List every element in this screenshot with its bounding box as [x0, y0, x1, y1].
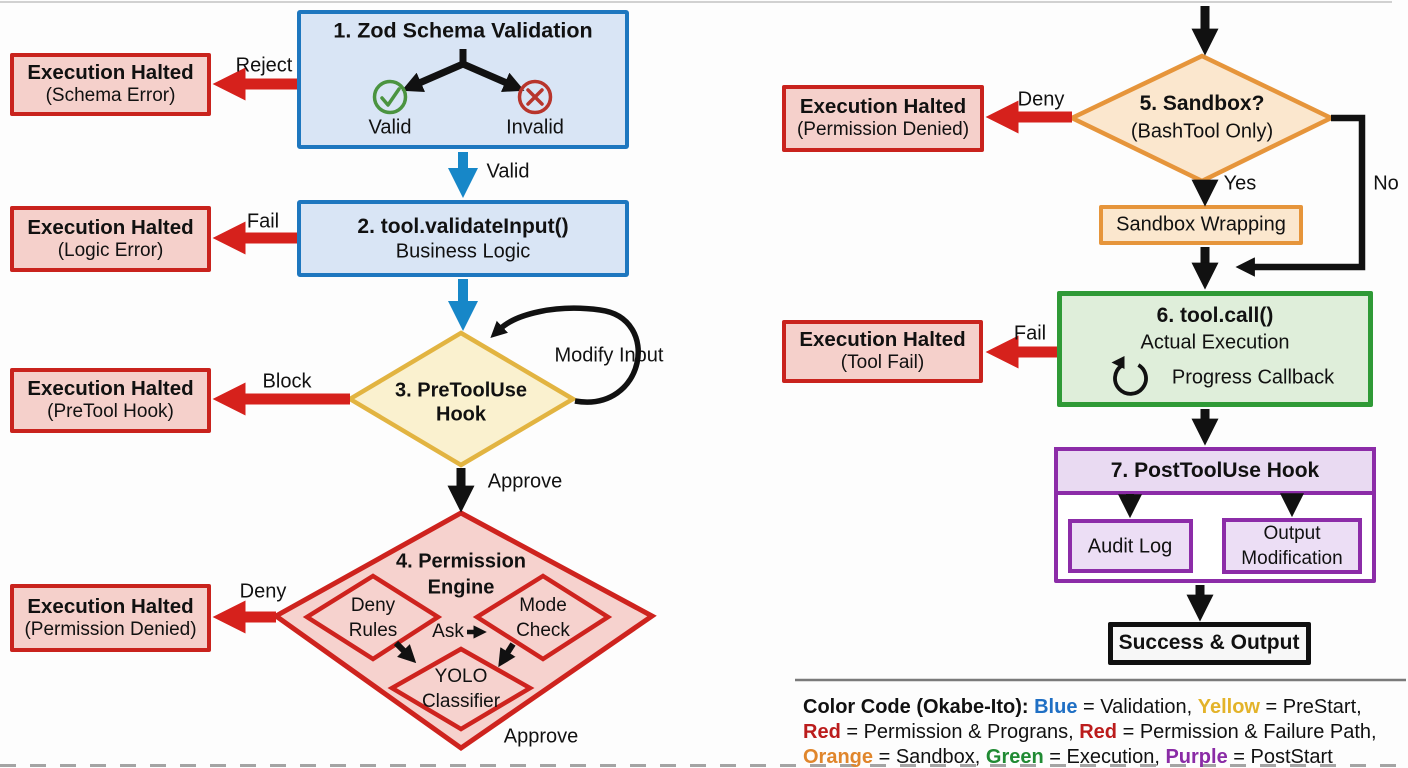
progress-callback-label: Progress Callback: [1171, 366, 1335, 389]
permission-title-line2: Engine: [427, 576, 495, 599]
sandbox-diamond-line2: (BashTool Only): [1130, 120, 1274, 143]
deny-edge-label: Deny: [239, 580, 287, 603]
legend-line-1: Color Code (Okabe-Ito): Blue = Validatio…: [803, 696, 1362, 719]
ask-label: Ask: [432, 620, 464, 642]
validate-box-subtitle: Business Logic: [395, 240, 531, 263]
halted-logic-line1: Execution Halted: [27, 215, 194, 239]
halted-schema-line2: (Schema Error): [45, 85, 176, 107]
legend-line-3: Orange = Sandbox, Green = Execution, Pur…: [803, 746, 1333, 768]
legend-red2-word: Red: [1079, 721, 1118, 743]
legend-title: Color Code (Okabe-Ito):: [803, 696, 1035, 718]
halted-pretool-box: Execution Halted (PreTool Hook): [10, 368, 211, 433]
legend-green-word: Green: [985, 746, 1044, 768]
modify-input-label: Modify Input: [554, 344, 664, 367]
halted-pretool-line2: (PreTool Hook): [47, 401, 174, 423]
mode-check-line1: Mode: [519, 594, 567, 616]
tool-call-box: [1057, 291, 1373, 407]
no-edge-label: No: [1373, 172, 1399, 195]
legend-blue-desc: = Validation,: [1077, 696, 1198, 718]
toolcall-title: 6. tool.call(): [1156, 303, 1274, 327]
permission-title-line1: 4. Permission: [395, 550, 527, 573]
top-edge-artifact: [0, 1, 1392, 3]
valid-label: Valid: [368, 116, 412, 139]
halted-schema-box: Execution Halted (Schema Error): [10, 53, 211, 116]
halted-toolfail-box: Execution Halted (Tool Fail): [782, 320, 983, 383]
halted-permission-line2: (Permission Denied): [24, 618, 197, 640]
legend-red2-desc: = Permission & Failure Path,: [1117, 721, 1377, 743]
zod-box-title: 1. Zod Schema Validation: [333, 18, 593, 43]
mode-check-line2: Check: [516, 619, 570, 641]
sandbox-diamond-line1: 5. Sandbox?: [1139, 91, 1265, 115]
audit-log-label: Audit Log: [1087, 535, 1173, 558]
yolo-line1: YOLO: [434, 665, 488, 687]
mode-check-to-yolo-arrow: [498, 642, 516, 668]
sandbox-diamond: [1066, 53, 1337, 184]
legend-red-desc: = Permission & Prograns,: [840, 721, 1080, 743]
halted-permission2-line2: (Permission Denied): [796, 119, 970, 141]
output-modification-box: [1222, 518, 1362, 574]
toolcall-subtitle: Actual Execution: [1140, 331, 1290, 354]
yolo-classifier-diamond: [387, 646, 535, 732]
audit-log-box: [1068, 519, 1193, 573]
legend-yellow-word: Yellow: [1197, 696, 1260, 718]
halted-toolfail-line1: Execution Halted: [799, 328, 966, 352]
fail2-edge-label: Fail: [1013, 322, 1047, 345]
pretool-diamond-line2: Hook: [436, 403, 486, 426]
legend-orange-desc: = Sandbox,: [873, 746, 986, 768]
sandbox-wrapping-label: Sandbox Wrapping: [1116, 213, 1286, 236]
success-output-box: [1108, 622, 1311, 665]
halted-permission-box: Execution Halted (Permission Denied): [10, 584, 211, 652]
legend-orange-word: Orange: [803, 746, 874, 768]
fail-edge-label: Fail: [246, 210, 280, 233]
deny2-edge-label: Deny: [1017, 88, 1065, 111]
legend-purple-word: Purple: [1165, 746, 1228, 768]
success-output-label: Success & Output: [1118, 630, 1300, 654]
legend-purple-desc: = PostStart: [1227, 746, 1333, 768]
reject-edge-label: Reject: [235, 54, 293, 77]
halted-logic-line2: (Logic Error): [57, 239, 164, 261]
validate-input-box: [297, 200, 629, 277]
deny-rules-to-yolo-arrow: [393, 640, 417, 664]
deny-rules-diamond: [302, 573, 443, 662]
yolo-line2: Classifier: [421, 690, 501, 712]
posttool-hook-header: [1054, 447, 1376, 495]
halted-schema-line1: Execution Halted: [27, 61, 194, 85]
deny-rules-line2: Rules: [348, 619, 398, 641]
legend-yellow-desc: = PreStart,: [1259, 696, 1362, 718]
pretool-diamond-line1: 3. PreToolUse: [395, 379, 527, 402]
posttool-title: 7. PostToolUse Hook: [1110, 458, 1320, 482]
output-mod-line2: Modification: [1241, 547, 1343, 569]
valid-edge-label: Valid: [486, 160, 530, 183]
approve2-edge-label: Approve: [503, 725, 579, 748]
block-edge-label: Block: [262, 370, 312, 393]
halted-toolfail-line2: (Tool Fail): [840, 352, 925, 374]
output-mod-line1: Output: [1263, 522, 1321, 544]
legend-green-desc: = Execution,: [1043, 746, 1166, 768]
halted-permission-line1: Execution Halted: [27, 594, 194, 618]
halted-pretool-line1: Execution Halted: [27, 377, 194, 401]
validate-box-title: 2. tool.validateInput(): [357, 214, 569, 238]
legend-red-word: Red: [803, 721, 841, 743]
approve-edge-label: Approve: [487, 470, 563, 493]
legend-blue-word: Blue: [1034, 696, 1078, 718]
bottom-edge-artifact: [0, 764, 1408, 767]
invalid-label: Invalid: [506, 116, 564, 139]
halted-permission2-line1: Execution Halted: [799, 95, 967, 119]
deny-rules-line1: Deny: [350, 594, 396, 616]
legend-line-2: Red = Permission & Prograns, Red = Permi…: [803, 721, 1377, 744]
halted-logic-box: Execution Halted (Logic Error): [10, 206, 211, 272]
yes-edge-label: Yes: [1223, 172, 1257, 195]
halted-permission2-box: Execution Halted (Permission Denied): [782, 85, 984, 152]
mode-check-diamond: [472, 573, 613, 662]
